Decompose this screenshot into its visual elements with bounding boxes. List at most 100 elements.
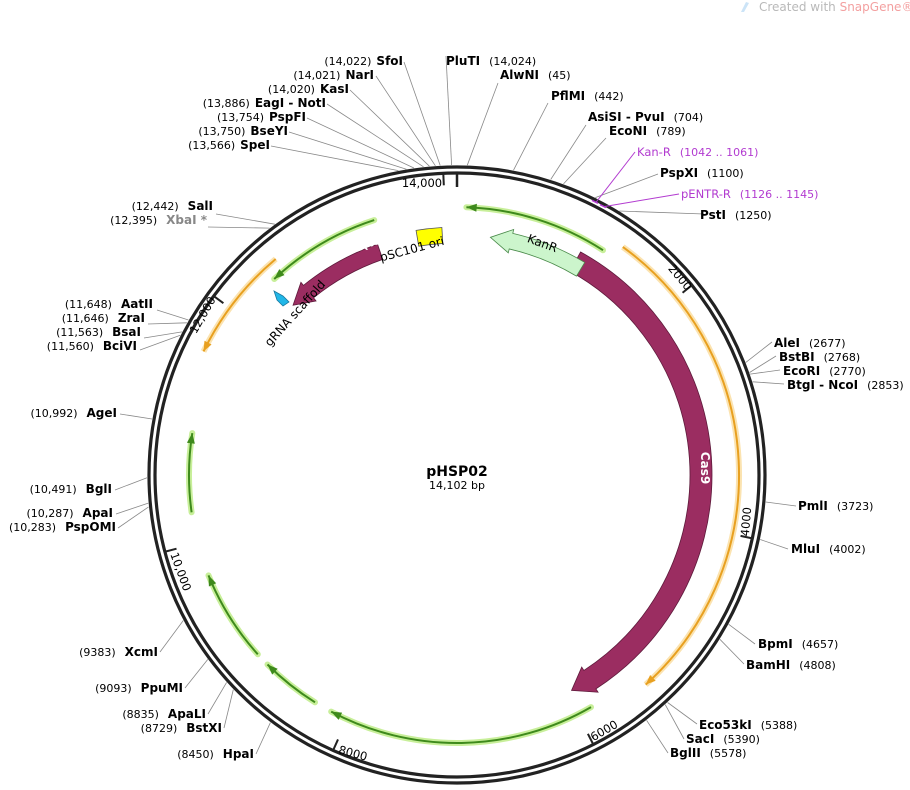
site-label-kasi[interactable]: (14,020)KasI bbox=[268, 82, 349, 96]
svg-text:Kan-R(1042 .. 1061): Kan-R(1042 .. 1061) bbox=[637, 145, 758, 159]
site-leader-line bbox=[143, 331, 183, 339]
site-label-bamhi[interactable]: BamHI(4808) bbox=[746, 658, 836, 672]
svg-text:(9383)XcmI: (9383)XcmI bbox=[79, 645, 158, 659]
svg-text:BamHI(4808): BamHI(4808) bbox=[746, 658, 836, 672]
site-label-zrai[interactable]: (11,646)ZraI bbox=[62, 311, 145, 325]
site-label-bseyi[interactable]: (13,750)BseYI bbox=[198, 124, 288, 138]
site-leader-line bbox=[745, 341, 773, 363]
svg-text:PflMI(442): PflMI(442) bbox=[551, 89, 624, 103]
primer-marker bbox=[591, 199, 599, 205]
backbone-outer bbox=[147, 165, 767, 785]
site-label-spei[interactable]: (13,566)SpeI bbox=[188, 138, 270, 152]
snapgene-watermark: Created with SnapGene® bbox=[741, 0, 910, 14]
site-leader-line bbox=[207, 682, 227, 715]
site-label-bglii[interactable]: BglII(5578) bbox=[670, 746, 746, 760]
site-leader-line bbox=[765, 501, 797, 507]
site-leader-line bbox=[215, 213, 275, 225]
site-label-pflmi[interactable]: PflMI(442) bbox=[551, 89, 624, 103]
primer-label-kan-r[interactable]: Kan-R(1042 .. 1061) bbox=[637, 145, 758, 159]
site-label-pmli[interactable]: PmlI(3723) bbox=[798, 499, 873, 513]
site-label-eco53ki[interactable]: Eco53kI(5388) bbox=[699, 718, 797, 732]
site-label-pspfi[interactable]: (13,754)PspFI bbox=[217, 110, 306, 124]
site-label-agei[interactable]: (10,992)AgeI bbox=[30, 406, 117, 420]
site-label-econi[interactable]: EcoNI(789) bbox=[609, 124, 686, 138]
svg-text:(9093)PpuMI: (9093)PpuMI bbox=[95, 681, 183, 695]
site-label-saci[interactable]: SacI(5390) bbox=[686, 732, 760, 746]
site-label-bstxi[interactable]: (8729)BstXI bbox=[141, 721, 222, 735]
site-leader-line bbox=[664, 704, 685, 740]
svg-text:(10,287)ApaI: (10,287)ApaI bbox=[26, 506, 113, 520]
feature-kanr bbox=[489, 228, 586, 277]
site-label-aatii[interactable]: (11,648)AatII bbox=[65, 297, 153, 311]
plasmid-name: pHSP02 bbox=[426, 464, 488, 480]
site-label-bcivi[interactable]: (11,560)BciVI bbox=[47, 339, 137, 353]
site-label-pluti[interactable]: PluTI(14,024) bbox=[446, 54, 536, 68]
site-label-psti[interactable]: PstI(1250) bbox=[700, 208, 772, 222]
site-label-pspxi[interactable]: PspXI(1100) bbox=[660, 166, 744, 180]
site-label-nari[interactable]: (14,021)NarI bbox=[293, 68, 374, 82]
site-label-ecori[interactable]: EcoRI(2770) bbox=[783, 364, 866, 378]
site-label-bsai[interactable]: (11,563)BsaI bbox=[56, 325, 141, 339]
site-label-eagi-noti[interactable]: (13,886)EagI - NotI bbox=[203, 96, 326, 110]
svg-text:PmlI(3723): PmlI(3723) bbox=[798, 499, 873, 513]
site-label-sfoi[interactable]: (14,022)SfoI bbox=[324, 54, 403, 68]
feature-psc101-ori bbox=[415, 227, 444, 247]
site-label-hpai[interactable]: (8450)HpaI bbox=[177, 747, 254, 761]
primer-marker bbox=[599, 203, 607, 209]
orf-arrow bbox=[466, 206, 604, 252]
svg-text:BglII(5578): BglII(5578) bbox=[670, 746, 746, 760]
site-label-alwni[interactable]: AlwNI(45) bbox=[500, 68, 571, 82]
site-label-psponi[interactable]: (10,283)PspOMI bbox=[9, 520, 116, 534]
svg-text:AlwNI(45): AlwNI(45) bbox=[500, 68, 571, 82]
svg-text:SacI(5390): SacI(5390) bbox=[686, 732, 760, 746]
svg-text:(14,021)NarI: (14,021)NarI bbox=[293, 68, 374, 82]
site-label-bgli[interactable]: (10,491)BglI bbox=[30, 482, 112, 496]
svg-text:(13,750)BseYI: (13,750)BseYI bbox=[198, 124, 288, 138]
site-leader-line bbox=[466, 82, 499, 166]
site-leader-line bbox=[270, 145, 399, 171]
svg-text:AsiSI - PvuI(704): AsiSI - PvuI(704) bbox=[588, 110, 703, 124]
primer-leader-line bbox=[603, 193, 680, 208]
features bbox=[273, 227, 713, 693]
tick-mark bbox=[740, 534, 753, 540]
site-leader-line bbox=[619, 210, 705, 215]
site-leader-line bbox=[159, 620, 184, 653]
primer-label-pentr-r[interactable]: pENTR-R(1126 .. 1145) bbox=[681, 187, 818, 201]
site-label-xcmi[interactable]: (9383)XcmI bbox=[79, 645, 158, 659]
svg-text:AleI(2677): AleI(2677) bbox=[774, 336, 846, 350]
site-label-sali[interactable]: (12,442)SalI bbox=[132, 199, 213, 213]
svg-text:(12,395)XbaI *: (12,395)XbaI * bbox=[110, 213, 208, 227]
svg-text:(13,754)PspFI: (13,754)PspFI bbox=[217, 110, 306, 124]
site-label-ppumi[interactable]: (9093)PpuMI bbox=[95, 681, 183, 695]
site-leader-line bbox=[223, 689, 234, 729]
tick-mark bbox=[164, 547, 177, 553]
site-leader-line bbox=[646, 720, 669, 754]
site-label-xbai[interactable]: (12,395)XbaI * bbox=[110, 213, 208, 227]
site-label-bpmi[interactable]: BpmI(4657) bbox=[758, 637, 838, 651]
site-label-apali[interactable]: (8835)ApaLI bbox=[122, 707, 206, 721]
site-label-apai[interactable]: (10,287)ApaI bbox=[26, 506, 113, 520]
svg-text:(11,648)AatII: (11,648)AatII bbox=[65, 297, 153, 311]
tick-label-4000: 4000 bbox=[738, 506, 754, 536]
svg-text:(8450)HpaI: (8450)HpaI bbox=[177, 747, 254, 761]
orf-arrowhead bbox=[466, 203, 477, 212]
site-label-alei[interactable]: AleI(2677) bbox=[774, 336, 846, 350]
site-label-bstbi[interactable]: BstBI(2768) bbox=[779, 350, 860, 364]
svg-text:Eco53kI(5388): Eco53kI(5388) bbox=[699, 718, 797, 732]
site-leader-line bbox=[115, 502, 149, 515]
orf-glow bbox=[205, 572, 261, 658]
primer-leader-line bbox=[595, 151, 636, 203]
tick-mark bbox=[681, 284, 693, 294]
orange-arc bbox=[202, 258, 277, 352]
site-leader-line bbox=[550, 124, 587, 180]
site-leader-line bbox=[147, 322, 187, 325]
site-label-btgi-ncoi[interactable]: BtgI - NcoI(2853) bbox=[787, 378, 904, 392]
tick-mark bbox=[586, 733, 595, 745]
site-leader-line bbox=[595, 173, 659, 198]
snapgene-logo-icon bbox=[741, 2, 749, 12]
site-label-asisi-pvui[interactable]: AsiSI - PvuI(704) bbox=[588, 110, 703, 124]
site-leader-line bbox=[760, 539, 789, 550]
site-label-mlui[interactable]: MluI(4002) bbox=[791, 542, 866, 556]
site-leader-line bbox=[403, 61, 441, 166]
